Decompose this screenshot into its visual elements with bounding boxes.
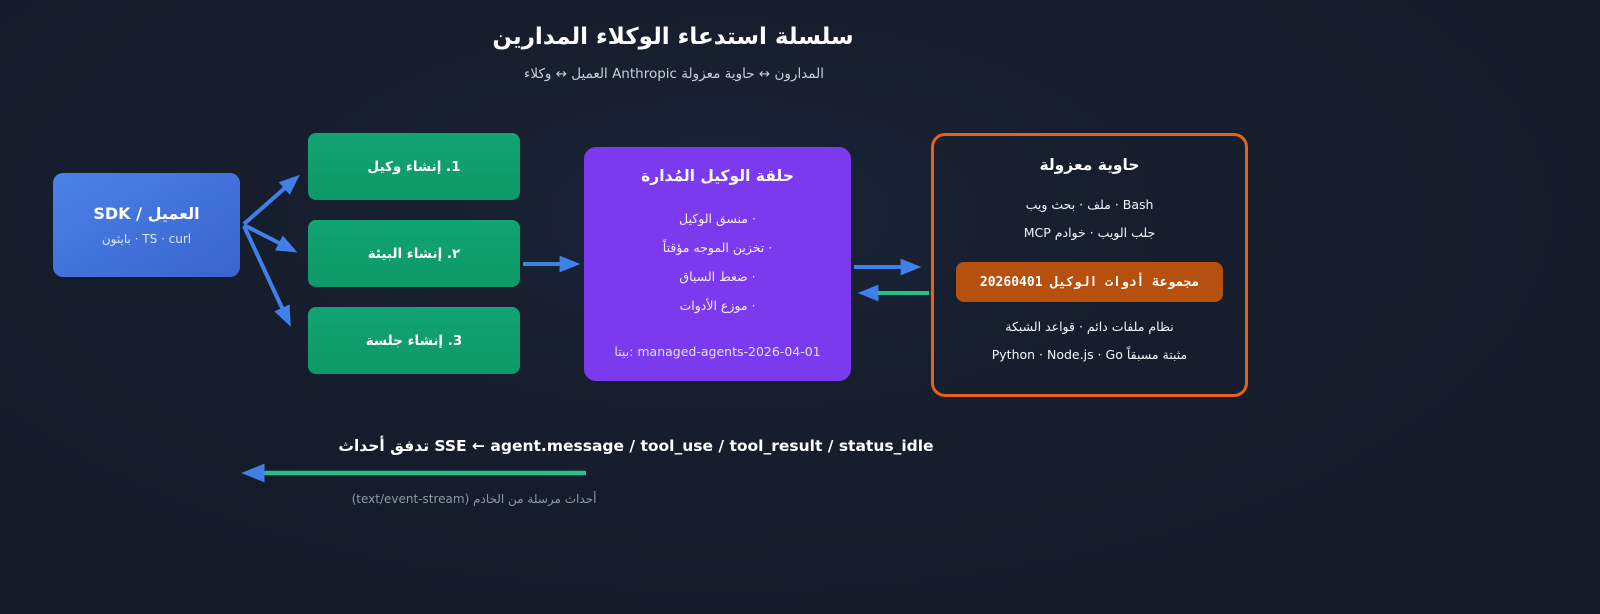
loop-item-tool-dispatcher: · موزع الأدوات (679, 298, 756, 313)
sse-caption: أحداث مرسلة من الخادم (text/event-stream… (351, 492, 597, 506)
arrow-client-to-step1 (242, 174, 300, 226)
loop-item-orchestrator: · منسق الوكيل (679, 211, 756, 226)
step-create-session-box: 3. إنشاء جلسة (308, 307, 520, 374)
step-create-environment-box: ٢. إنشاء البيئة (308, 220, 520, 287)
client-sdk-box: العميل / SDK بايثون · TS · curl (53, 173, 240, 277)
sse-event-stream-label: تدفق أحداث SSE ← agent.message / tool_us… (338, 437, 934, 455)
client-sdk-title: العميل / SDK (93, 204, 200, 223)
sandbox-container-box: حاوية معزولة Bash · ملف · بحث ويب جلب ال… (931, 133, 1248, 397)
sandbox-mcp-line: جلب الويب · خوادم MCP (1023, 225, 1156, 240)
loop-item-prompt-caching: · تخزين الموجه مؤقتاً (662, 240, 773, 255)
loop-feature-list: · منسق الوكيل · تخزين الموجه مؤقتاً · ضغ… (584, 204, 851, 320)
arrow-client-to-step3 (242, 225, 291, 327)
sandbox-tools-line: Bash · ملف · بحث ويب (1025, 197, 1154, 212)
page-subtitle: العميل ↔ وكلاء Anthropic المدارون ↔ حاوي… (524, 66, 824, 82)
client-sdk-subtitle: بايثون · TS · curl (101, 232, 192, 246)
managed-agent-loop-box: حلقة الوكيل المُدارة · منسق الوكيل · تخز… (584, 147, 851, 381)
loop-item-context-compaction: · ضغط السياق (679, 269, 756, 284)
step-create-agent-box: 1. إنشاء وكيل (308, 133, 520, 200)
loop-beta-tag: بيتا: managed-agents-2026-04-01 (614, 344, 821, 359)
page-title: سلسلة استدعاء الوكلاء المدارين (492, 24, 854, 50)
sandbox-title: حاوية معزولة (1039, 156, 1140, 174)
agent-toolkit-badge: مجموعة أدوات الوكيل 20260401 (956, 262, 1223, 302)
sandbox-filesystem-line: نظام ملفات دائم · قواعد الشبكة (1005, 319, 1174, 334)
arrow-client-to-step2 (243, 223, 298, 253)
loop-title: حلقة الوكيل المُدارة (641, 167, 794, 185)
sandbox-runtimes-line: Python · Node.js · Go مثبتة مسبقاً (991, 347, 1188, 362)
